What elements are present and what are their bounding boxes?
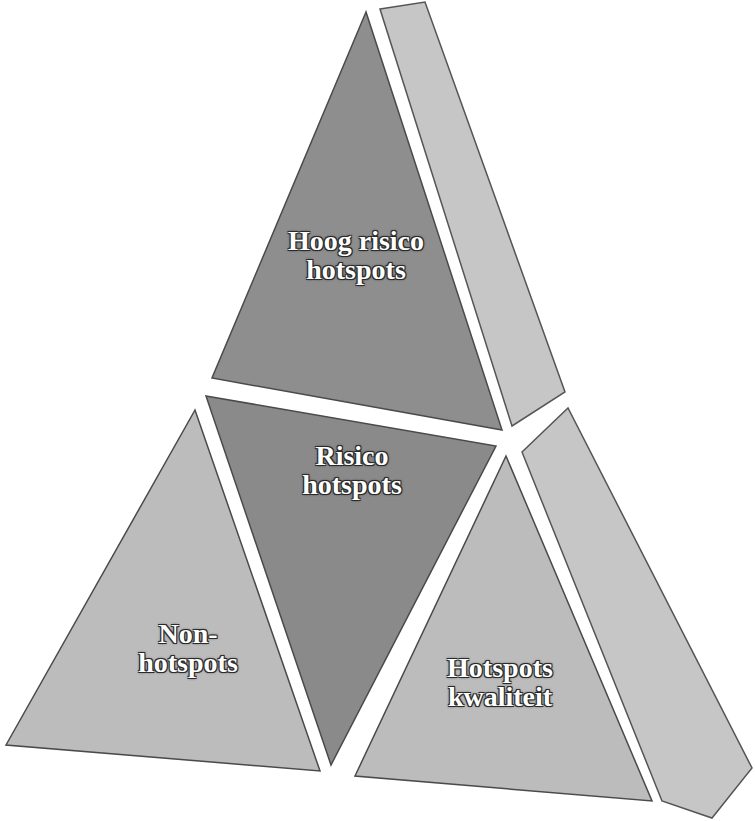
- text-slot: Hotspots kwaliteit: [415, 653, 585, 712]
- triangle-label: Non-hotspots: [118, 619, 258, 678]
- pyramid-triangle: Non-hotspots: [6, 410, 320, 771]
- pyramid-triangle: Hotspots kwaliteit: [355, 456, 652, 801]
- text-slot: Hoog risico hotspots: [286, 226, 426, 285]
- triangle-outline: [212, 12, 502, 430]
- triangle-face: [355, 456, 652, 801]
- triangle-label: Hotspots kwaliteit: [415, 653, 585, 712]
- text-slot: Non-hotspots: [118, 619, 258, 678]
- triangle-face: [212, 12, 502, 430]
- triangle-outline: [6, 410, 320, 771]
- triangle-face: [6, 410, 320, 771]
- pyramid-triangle: Hoog risico hotspots: [212, 12, 502, 430]
- text-slot: Risico hotspots: [267, 441, 437, 500]
- triangle-outline: [355, 456, 652, 801]
- triangle-label: Hoog risico hotspots: [286, 226, 426, 285]
- triangle-label: Risico hotspots: [267, 441, 437, 500]
